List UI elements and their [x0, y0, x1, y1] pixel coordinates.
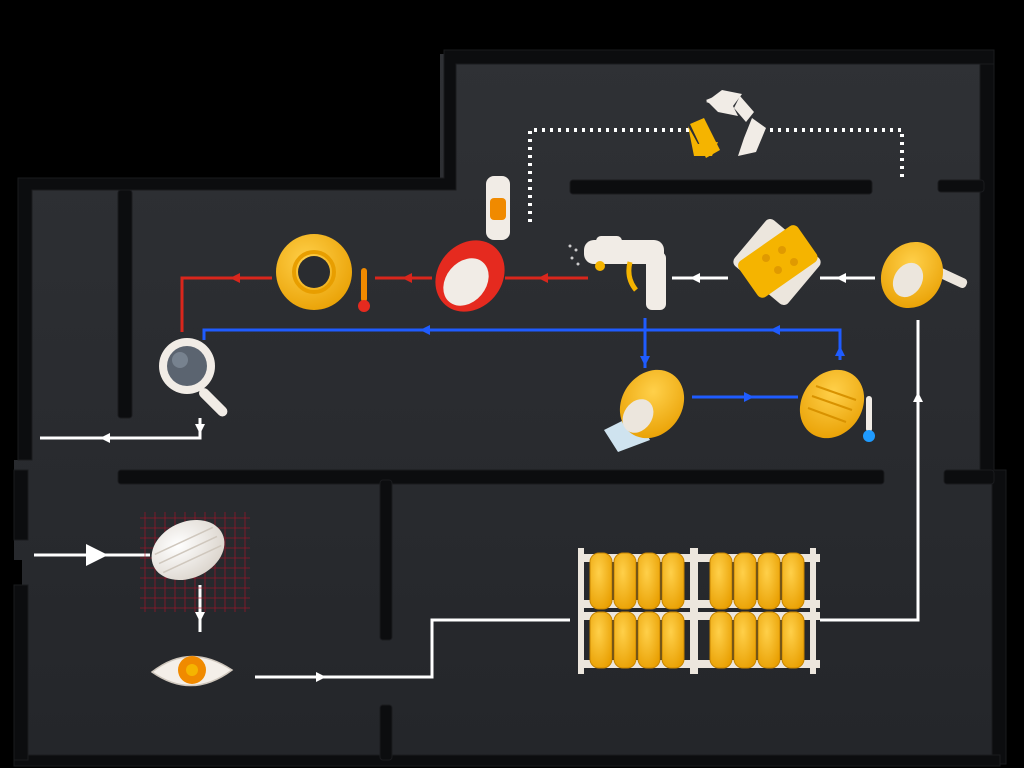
stage-incoming-tire-scan: [140, 512, 250, 612]
stage-tire-buffing: [880, 241, 968, 309]
eye-icon: [150, 655, 234, 687]
thermometer-cold-icon: [863, 396, 875, 442]
tire-rack-icon: [578, 548, 820, 674]
stage-hot-cure-finished: [276, 234, 370, 312]
flow-entry-arrow: [86, 544, 108, 566]
maze-walls: [13, 49, 1007, 767]
stage-visual-inspection: [150, 655, 234, 687]
flow-lines: [34, 128, 923, 682]
spray-gun-icon: [568, 236, 666, 310]
hot-tire-icon: [276, 234, 352, 310]
stage-spray-cement: [568, 236, 666, 310]
flow-rack-to-buffer: [820, 320, 920, 622]
flow-eye-to-rack: [255, 618, 570, 679]
magnifier-icon: [159, 338, 228, 417]
stage-cold-cure-tread-wrap: [604, 369, 685, 452]
cold-tire-icon: [799, 369, 865, 439]
stage-tread-patching: [733, 218, 821, 306]
thermometer-hot-icon: [358, 268, 370, 312]
stage-tire-storage-rack: [578, 548, 820, 674]
tire-inspection-grid-icon: [151, 519, 225, 581]
stage-cold-cure-finished: [799, 369, 875, 442]
tire-buffing-icon: [880, 241, 968, 309]
tread-wrap-icon: [604, 369, 685, 452]
tread-patch-icon: [733, 218, 821, 306]
stage-hot-cure-tread-apply: [435, 176, 510, 312]
stage-recycling: [688, 90, 766, 158]
stage-final-inspection: [159, 338, 228, 417]
recycle-icon: [688, 90, 766, 158]
tread-roller-icon: [435, 176, 510, 312]
